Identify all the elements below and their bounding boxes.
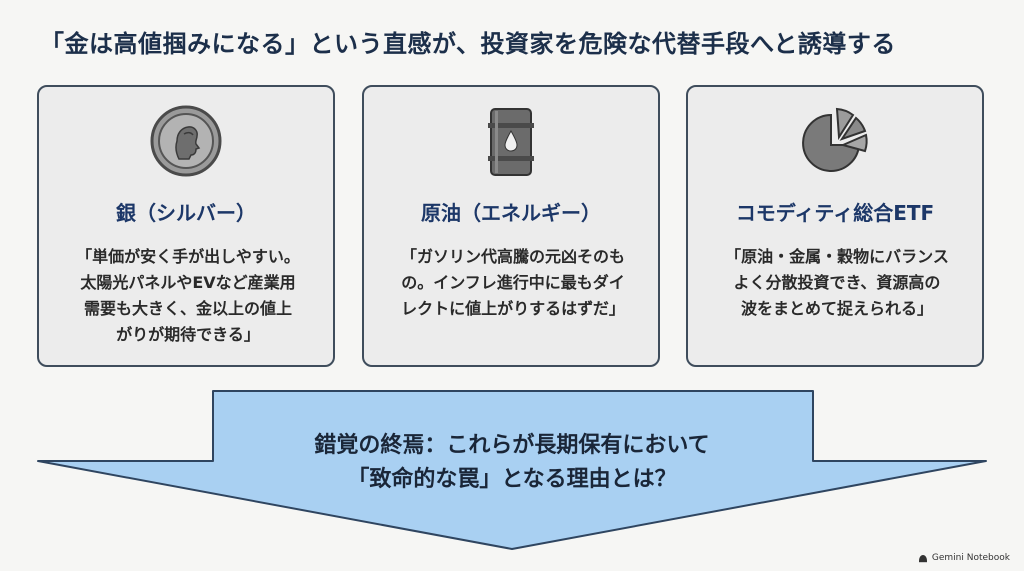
slide-title: 「金は高値掴みになる」という直感が、投資家を危険な代替手段へと誘導する	[40, 30, 896, 58]
arrow-text-line: 錯覚の終焉：これらが長期保有において	[314, 433, 710, 458]
watermark: Gemini Notebook	[918, 553, 1010, 563]
card-heading: 原油（エネルギー）	[421, 201, 601, 225]
down-arrow-callout: 錯覚の終焉：これらが長期保有において 「致命的な罠」となる理由とは？	[36, 389, 988, 553]
card-crude-oil: 原油（エネルギー） 「ガソリン代高騰の元凶そのも の。インフレ進行中に最もダイ …	[362, 85, 660, 367]
watermark-text: Gemini Notebook	[931, 553, 1010, 563]
quote-line: レクトに値上がりするはずだ」	[401, 299, 625, 318]
pie-chart-icon	[795, 101, 875, 181]
arrow-text: 錯覚の終焉：これらが長期保有において 「致命的な罠」となる理由とは？	[36, 429, 988, 497]
card-quote: 「単価が安く手が出しやすい。 太陽光パネルやEVなど産業用 需要も大きく、金以上…	[59, 244, 317, 348]
quote-line: 波をまとめて捉えられる」	[740, 299, 933, 318]
quote-line: 「ガソリン代高騰の元凶そのも	[400, 247, 625, 266]
card-heading: コモディティ総合ETF	[735, 201, 935, 225]
card-silver: 銀（シルバー） 「単価が安く手が出しやすい。 太陽光パネルやEVなど産業用 需要…	[37, 85, 335, 367]
oil-barrel-icon	[471, 101, 551, 181]
quote-line: よく分散投資でき、資源高の	[733, 273, 941, 292]
quote-line: 「原油・金属・穀物にバランス	[725, 247, 949, 266]
quote-line: がりが期待できる」	[116, 325, 260, 344]
card-commodity-etf: コモディティ総合ETF 「原油・金属・穀物にバランス よく分散投資でき、資源高の…	[686, 85, 984, 367]
card-quote: 「ガソリン代高騰の元凶そのも の。インフレ進行中に最もダイ レクトに値上がりする…	[384, 244, 642, 322]
card-quote: 「原油・金属・穀物にバランス よく分散投資でき、資源高の 波をまとめて捉えられる…	[708, 244, 966, 322]
arrow-text-line: 「致命的な罠」となる理由とは？	[347, 467, 677, 492]
quote-line: 太陽光パネルやEVなど産業用	[80, 273, 296, 292]
quote-line: の。インフレ進行中に最もダイ	[401, 273, 625, 292]
quote-line: 需要も大きく、金以上の値上	[83, 299, 292, 318]
quote-line: 「単価が安く手が出しやすい。	[76, 247, 300, 266]
coin-icon	[146, 101, 226, 181]
card-heading: 銀（シルバー）	[116, 201, 256, 225]
notebook-logo-icon	[918, 555, 927, 563]
down-arrow-shape	[37, 390, 987, 550]
